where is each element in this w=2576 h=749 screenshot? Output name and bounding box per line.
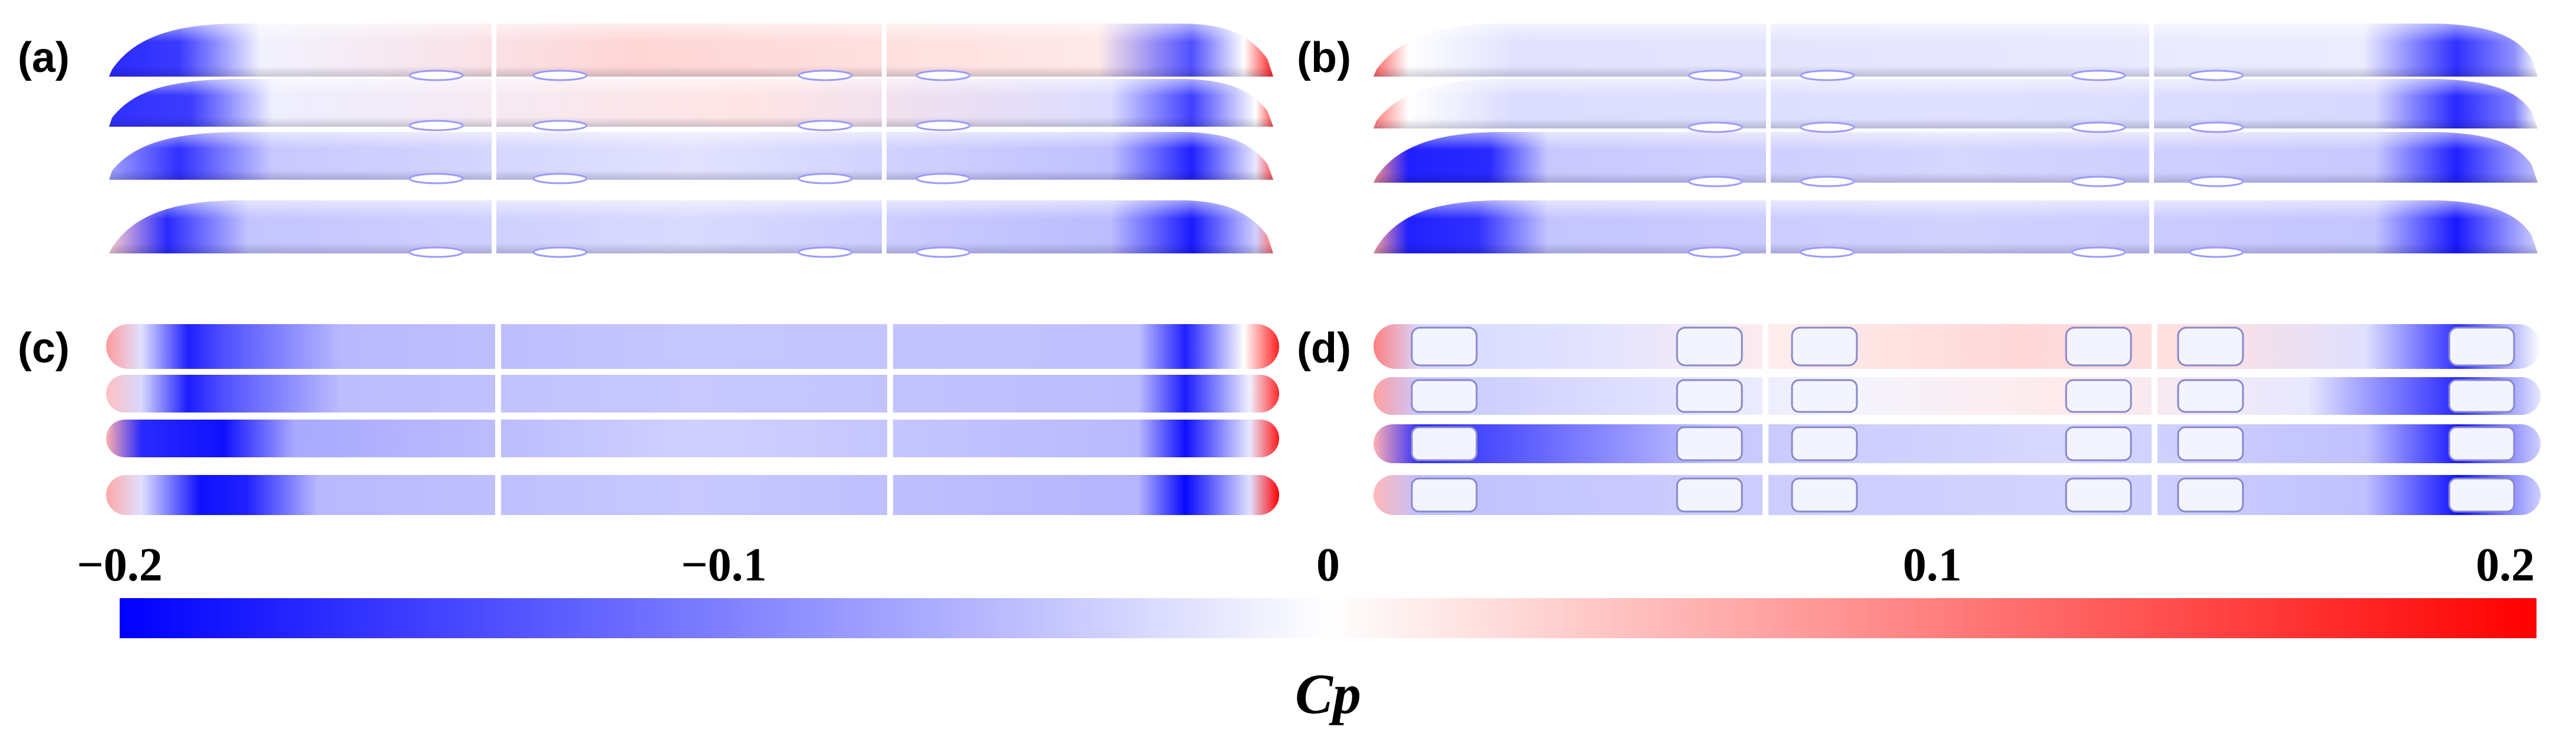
- car-joints-d: [1763, 324, 2157, 515]
- train-b4: [1373, 200, 2538, 253]
- train-b2: [1373, 79, 2538, 128]
- train-b3: [1373, 132, 2538, 183]
- panel-b-side-view: [1373, 24, 2538, 258]
- colorbar-tick-label: 0.1: [1903, 539, 1962, 591]
- panel-d-bottom-view: [1373, 324, 2541, 515]
- colorbar-tick-label: −0.2: [77, 539, 163, 591]
- train-d1: [1373, 324, 2541, 369]
- panel-label-b: (b): [1297, 34, 1351, 81]
- bogies-b: [1688, 70, 2244, 258]
- train-a3: [109, 132, 1273, 180]
- colorbar-tick-label: −0.1: [681, 539, 767, 591]
- train-b1: [1373, 24, 2538, 77]
- train-a1: [109, 24, 1273, 77]
- panel-a-side-view: [109, 24, 1273, 258]
- train-d4: [1373, 475, 2541, 515]
- colorbar-title: Cp: [1295, 662, 1361, 725]
- bogie-cutouts-d: [1411, 326, 2515, 513]
- train-a4: [109, 200, 1273, 253]
- train-d2: [1373, 377, 2541, 415]
- panel-label-d: (d): [1297, 325, 1351, 372]
- bogies-a: [409, 70, 971, 258]
- panel-c-top-view: [106, 324, 1279, 515]
- train-c3: [106, 420, 1279, 457]
- colorbar: −0.2 −0.1 0 0.1 0.2 Cp: [77, 539, 2537, 725]
- train-c1: [106, 324, 1279, 369]
- colorbar-tick-label: 0: [1316, 539, 1340, 591]
- panel-label-c: (c): [18, 325, 70, 372]
- car-joints-c: [495, 324, 893, 515]
- colorbar-gradient: [120, 598, 2537, 638]
- train-d3: [1373, 424, 2541, 463]
- train-a2: [109, 79, 1273, 127]
- train-c2: [106, 375, 1279, 413]
- colorbar-tick-label: 0.2: [2476, 539, 2535, 591]
- train-c4: [106, 475, 1279, 515]
- panel-label-a: (a): [18, 34, 70, 81]
